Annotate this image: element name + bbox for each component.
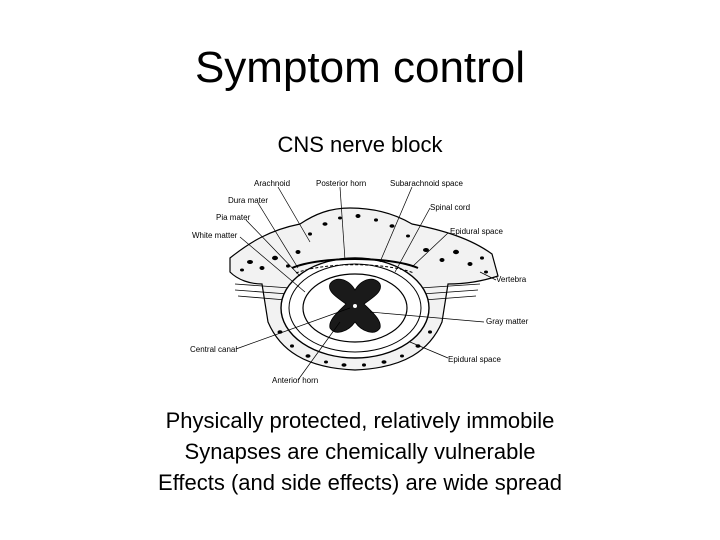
label-subarachnoid-space: Subarachnoid space	[390, 179, 463, 188]
label-arachnoid: Arachnoid	[254, 179, 290, 188]
bone-speckles	[240, 214, 488, 367]
label-pia-mater: Pia mater	[216, 213, 251, 222]
label-vertebra: Vertebra	[496, 275, 527, 284]
label-posterior-horn: Posterior horn	[316, 179, 366, 188]
spinal-cord-cross-section-diagram: Arachnoid Posterior horn Subarachnoid sp…	[190, 179, 529, 385]
bullet-list: Physically protected, relatively immobil…	[0, 405, 720, 498]
label-anterior-horn: Anterior horn	[272, 376, 318, 385]
bullet-item: Physically protected, relatively immobil…	[165, 408, 555, 433]
bullet-item: Effects (and side effects) are wide spre…	[158, 470, 562, 495]
label-central-canal: Central canal	[190, 345, 237, 354]
ligament-lines	[234, 283, 481, 301]
slide-title: Symptom control	[194, 43, 526, 92]
slide-subtitle: CNS nerve block	[277, 132, 443, 157]
label-epidural-space-top: Epidural space	[450, 227, 503, 236]
label-dura-mater: Dura mater	[228, 196, 268, 205]
leader-lines	[235, 186, 497, 381]
central-canal	[353, 304, 357, 308]
label-spinal-cord: Spinal cord	[430, 203, 470, 212]
posterior-membranes	[291, 258, 419, 269]
label-white-matter: White matter	[192, 231, 238, 240]
label-epidural-space-bottom: Epidural space	[448, 355, 501, 364]
label-gray-matter: Gray matter	[486, 317, 529, 326]
bullet-item: Synapses are chemically vulnerable	[184, 439, 536, 464]
